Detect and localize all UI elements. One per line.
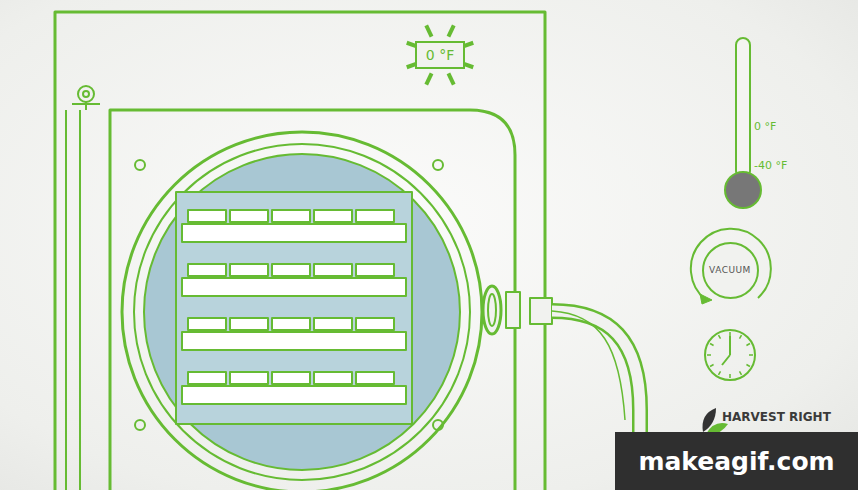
food-tray — [272, 318, 310, 330]
clock-tick — [719, 335, 721, 338]
clock-tick — [749, 354, 753, 356]
window-inner-ring — [134, 144, 470, 480]
food-tray — [188, 318, 226, 330]
clock-tick — [740, 335, 742, 338]
hinge-strip — [66, 110, 80, 490]
thermometer-mark: -40 °F — [754, 159, 787, 172]
screw — [135, 420, 145, 430]
display-flash-ray — [426, 25, 431, 36]
logo-text: HARVEST RIGHT — [722, 410, 831, 424]
food-tray — [230, 372, 268, 384]
display-flash-ray — [426, 73, 431, 84]
watermark-bar-text: makeagif.com — [638, 447, 834, 476]
food-tray — [188, 372, 226, 384]
clock-tick — [710, 365, 713, 367]
door-outline — [110, 110, 515, 490]
thermometer-mark: 0 °F — [754, 120, 776, 133]
display-flash-ray — [448, 73, 453, 84]
shelf — [182, 278, 406, 296]
shelf — [182, 224, 406, 242]
clock-face — [705, 330, 755, 380]
window-ring — [122, 132, 482, 490]
shelf-rack — [176, 192, 412, 424]
vacuum-gauge: VACUUM — [702, 242, 759, 299]
watermark-bar: makeagif.com — [615, 432, 858, 490]
door-handle-grip — [488, 294, 496, 326]
machine-body — [55, 12, 545, 490]
food-tray — [188, 210, 226, 222]
hinge-bracket — [72, 102, 100, 110]
clock-tick — [729, 332, 731, 336]
hinge — [78, 86, 94, 102]
thermometer-bulb — [725, 172, 761, 208]
vacuum-arc — [691, 229, 771, 300]
shelf — [182, 386, 406, 404]
screw — [433, 160, 443, 170]
clock-tick — [740, 371, 742, 374]
food-tray — [230, 318, 268, 330]
food-tray — [272, 210, 310, 222]
door-handle — [483, 286, 501, 334]
clock-tick — [719, 371, 721, 374]
screw — [433, 420, 443, 430]
thermometer-stem — [736, 38, 750, 178]
food-tray — [314, 372, 352, 384]
vacuum-gauge-text: VACUUM — [709, 265, 751, 275]
food-tray — [356, 318, 394, 330]
display-flash-ray — [448, 25, 453, 36]
food-tray — [188, 264, 226, 276]
clock-tick — [729, 374, 731, 378]
food-tray — [314, 210, 352, 222]
latch-plate — [506, 292, 520, 328]
shelf — [182, 332, 406, 350]
hinge-pin — [83, 91, 89, 97]
screw — [135, 160, 145, 170]
vacuum-pointer — [700, 294, 712, 304]
window-glass — [144, 154, 460, 470]
clock-hands — [722, 336, 730, 365]
clock-tick — [710, 344, 713, 346]
clock-tick — [746, 365, 749, 367]
food-tray — [314, 264, 352, 276]
clock-tick — [746, 344, 749, 346]
food-tray — [272, 264, 310, 276]
hose-stripe — [552, 311, 625, 420]
food-tray — [314, 318, 352, 330]
clock-tick — [707, 354, 711, 356]
food-tray — [230, 210, 268, 222]
hose-fitting — [530, 298, 552, 324]
thermometer-mercury — [740, 173, 746, 179]
food-tray — [230, 264, 268, 276]
food-tray — [356, 210, 394, 222]
gauge-circle — [703, 243, 758, 298]
food-tray — [356, 372, 394, 384]
temperature-display: 0 °F — [415, 41, 465, 69]
temperature-display-text: 0 °F — [426, 47, 454, 63]
food-tray — [356, 264, 394, 276]
food-tray — [272, 372, 310, 384]
